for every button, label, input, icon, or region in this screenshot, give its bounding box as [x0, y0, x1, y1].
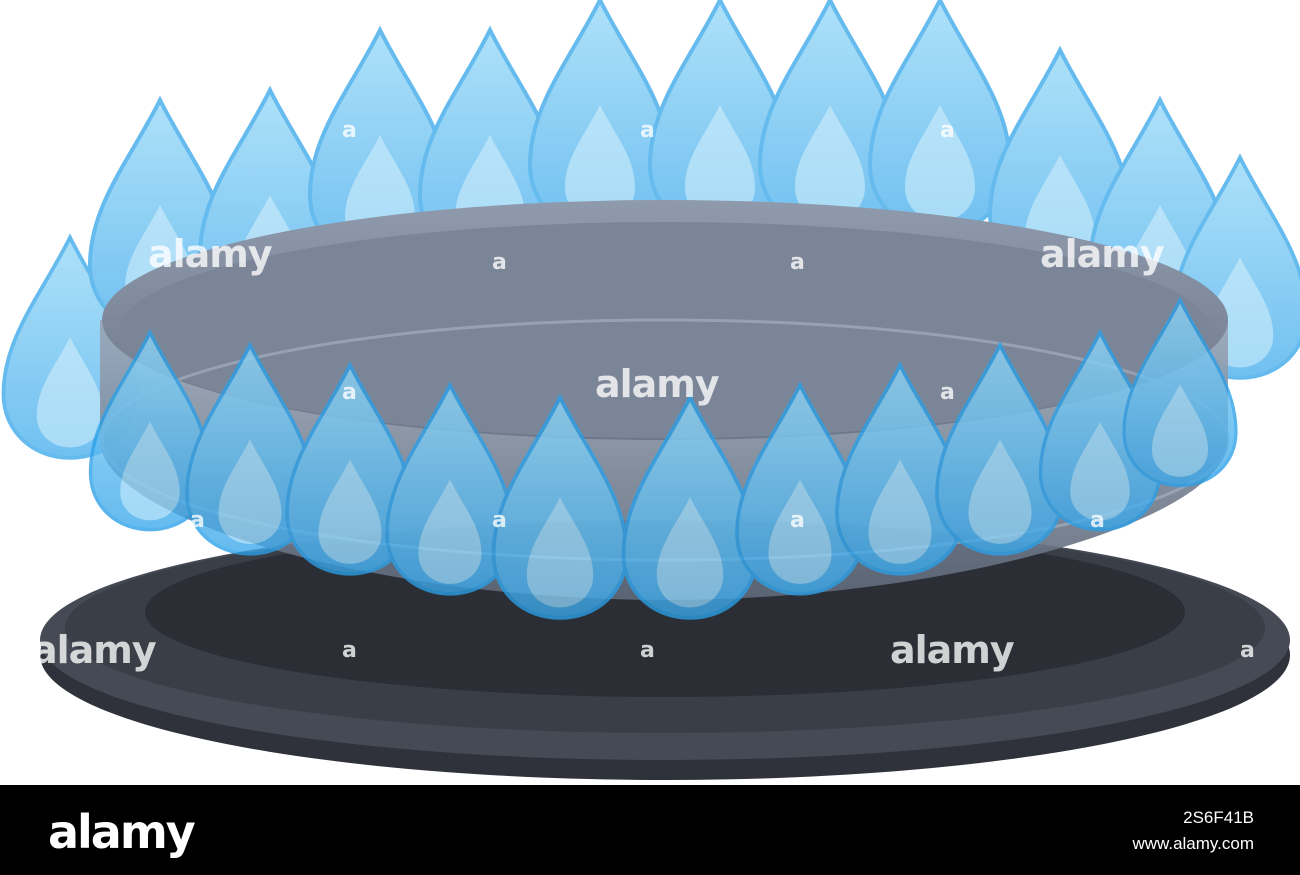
gas-flame-icon — [528, 0, 672, 234]
stock-footer: alamy 2S6F41B www.alamy.com — [0, 785, 1300, 875]
image-id: 2S6F41B — [1183, 808, 1254, 827]
source-url: www.alamy.com — [1132, 834, 1254, 853]
gas-flame-icon — [868, 0, 1012, 234]
gas-burner-illustration — [1, 0, 1300, 780]
alamy-logo: alamy — [48, 805, 196, 859]
image-meta: 2S6F41B www.alamy.com — [1132, 805, 1254, 857]
